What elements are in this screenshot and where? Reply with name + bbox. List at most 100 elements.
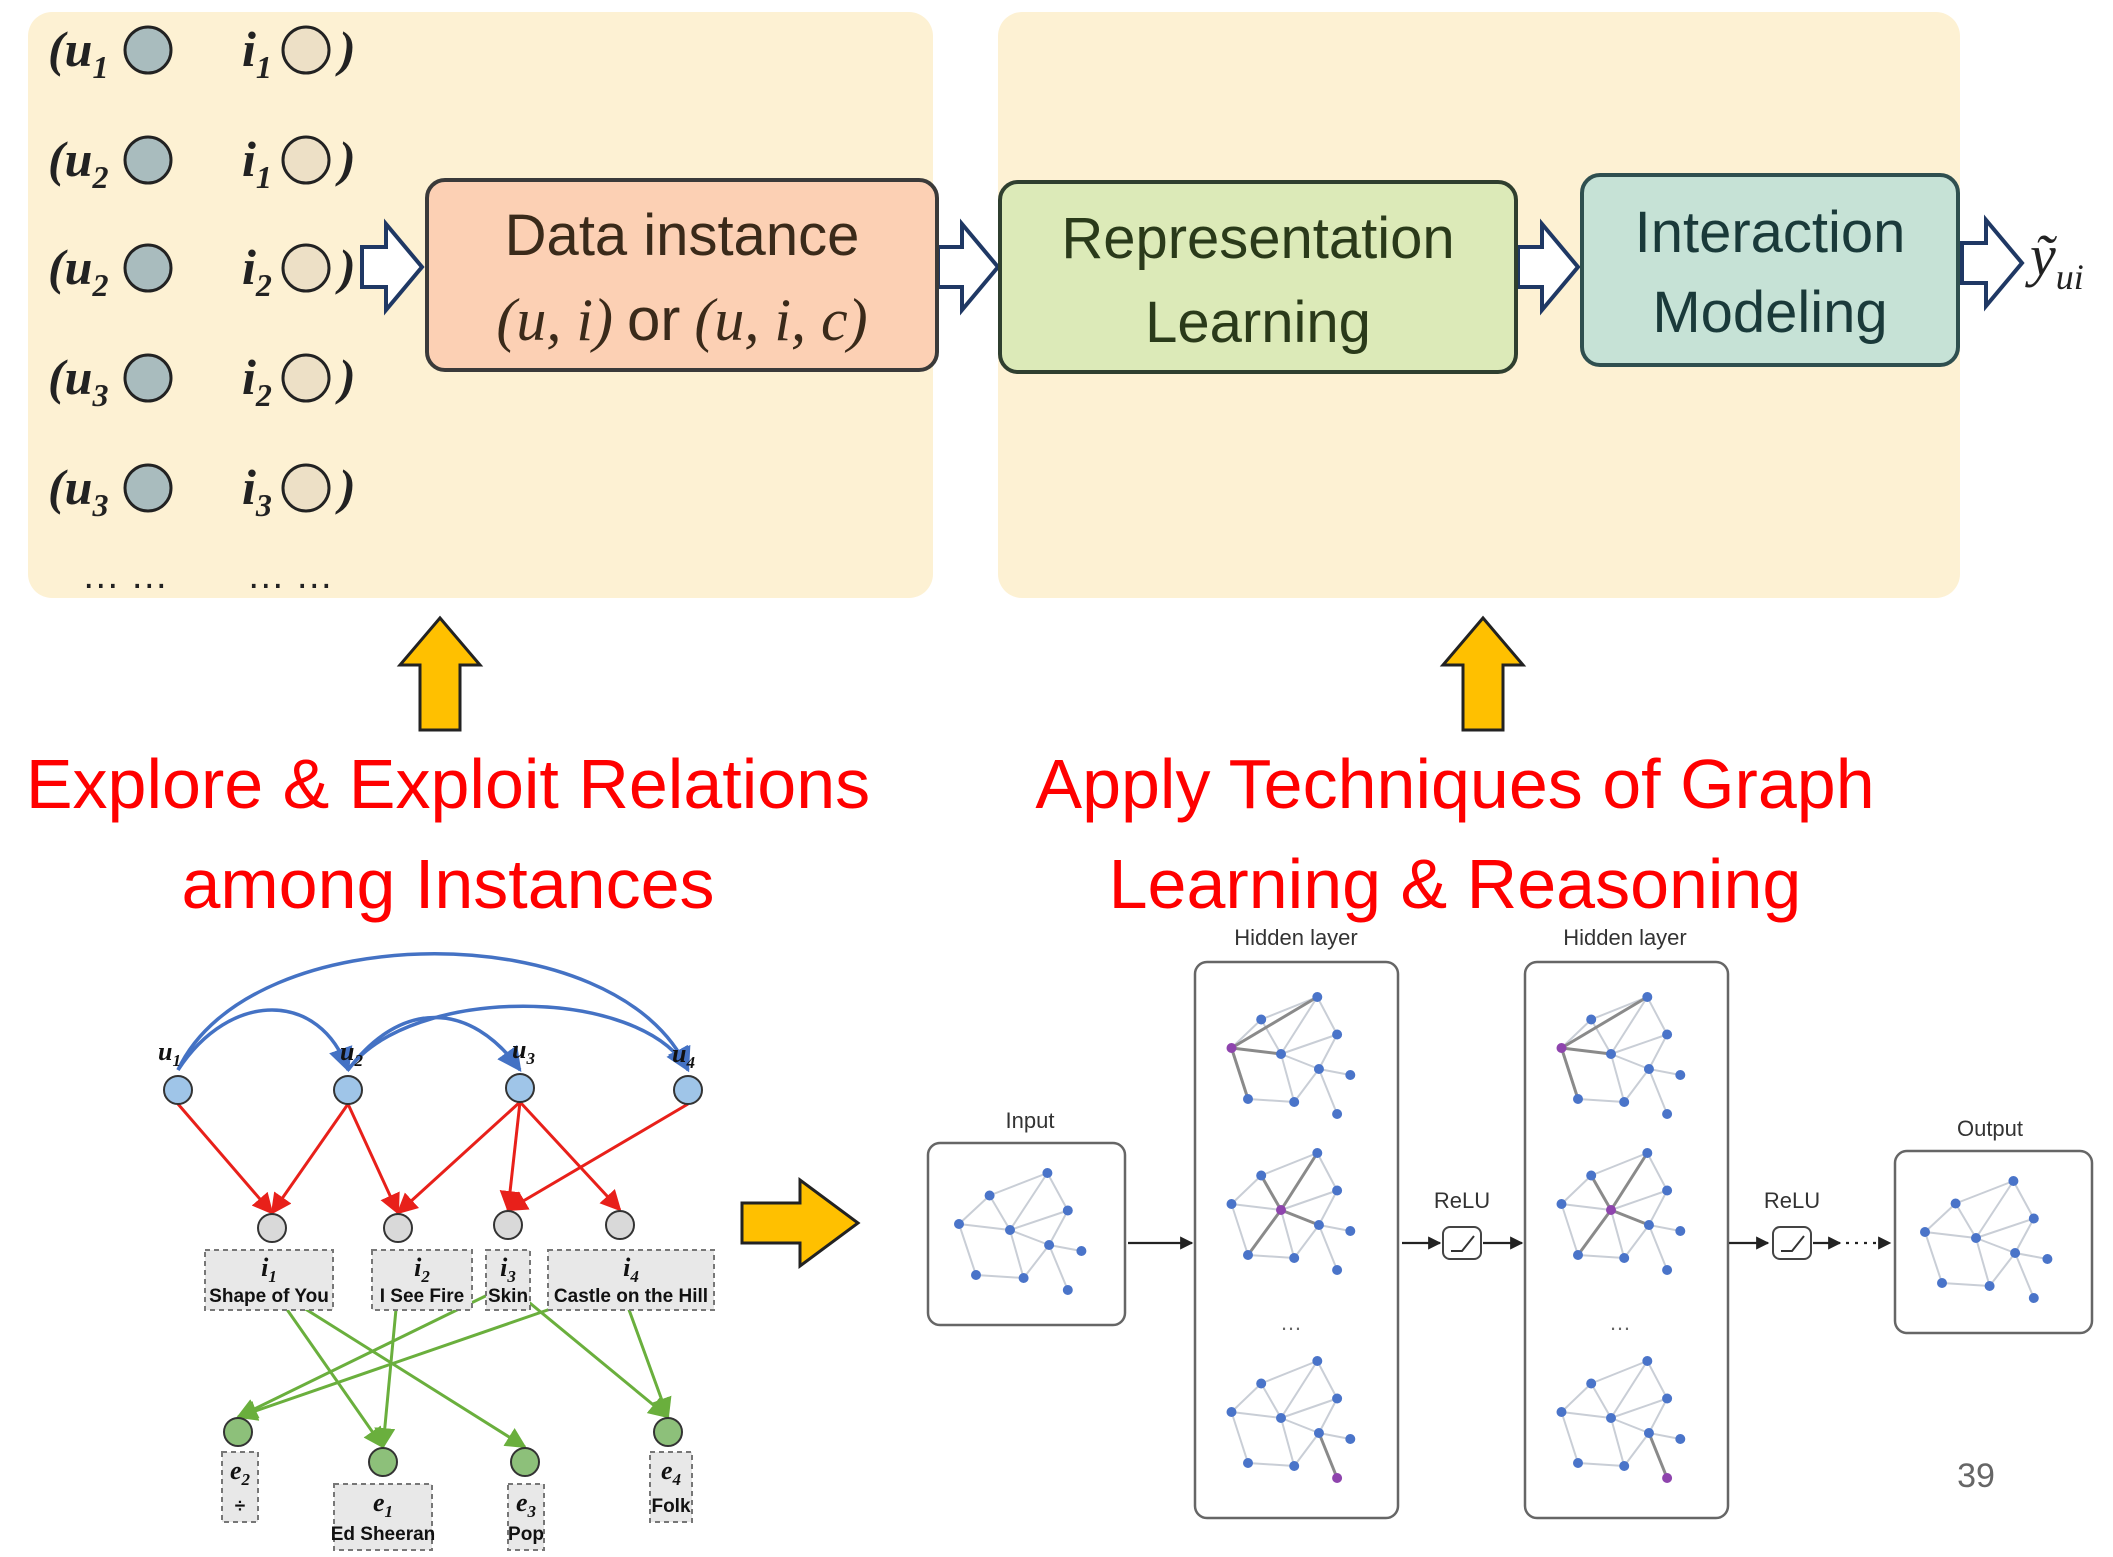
graph-edge bbox=[1610, 1033, 1668, 1055]
entity-node-subscript: 1 bbox=[385, 1502, 394, 1521]
graph-edge bbox=[1293, 1224, 1320, 1259]
caption-left-line2: among Instances bbox=[181, 845, 714, 923]
gnn-hidden-label-2: Hidden layer bbox=[1563, 925, 1687, 950]
item-letter: i bbox=[242, 239, 256, 295]
graph-node bbox=[1573, 1250, 1583, 1260]
graph-node bbox=[1062, 1205, 1073, 1216]
graph-node bbox=[1606, 1413, 1616, 1423]
item-node bbox=[605, 1210, 635, 1240]
graph-node bbox=[1586, 1378, 1597, 1389]
graph-node bbox=[1243, 1094, 1253, 1104]
user-node-icon bbox=[123, 25, 173, 75]
graph-edge bbox=[1280, 1417, 1296, 1467]
graph-edge bbox=[1560, 1018, 1592, 1049]
graph-edge bbox=[1648, 1190, 1668, 1226]
item-token: i1 bbox=[242, 131, 272, 195]
item-node-title: I See Fire bbox=[380, 1286, 465, 1307]
item-node-icon bbox=[281, 135, 331, 185]
graph-node bbox=[1313, 1220, 1324, 1230]
open-paren: ( bbox=[48, 349, 68, 405]
graph-edge bbox=[1590, 1360, 1648, 1385]
gnn-diagram bbox=[926, 960, 2094, 1520]
graph-edge bbox=[1648, 1398, 1668, 1434]
user-node-icon bbox=[123, 135, 173, 185]
graph-node bbox=[1643, 1064, 1654, 1074]
graph-node bbox=[1643, 1220, 1654, 1230]
user-subscript: 2 bbox=[91, 267, 108, 303]
entity-node-id: e2 bbox=[230, 1456, 251, 1489]
graph-edge bbox=[1560, 1203, 1579, 1256]
user-subscript: 2 bbox=[91, 159, 108, 195]
graph-node bbox=[1662, 1109, 1673, 1119]
item-node-letter: i bbox=[414, 1253, 422, 1282]
item-entity-edge bbox=[507, 1283, 670, 1419]
graph-node bbox=[2028, 1293, 2039, 1303]
graph-edge bbox=[2014, 1218, 2035, 1254]
graph-node bbox=[1662, 1185, 1673, 1196]
item-subscript: 2 bbox=[255, 267, 272, 303]
user-subscript: 3 bbox=[91, 377, 108, 413]
graph-node bbox=[1313, 1428, 1324, 1438]
graph-edge bbox=[1610, 996, 1649, 1055]
graph-edge bbox=[1280, 1189, 1338, 1211]
entity-node bbox=[223, 1417, 253, 1447]
graph-edge bbox=[1590, 996, 1648, 1021]
entity-node-letter: e bbox=[230, 1456, 242, 1485]
user-item-edge bbox=[176, 1103, 274, 1215]
graph-node bbox=[1042, 1168, 1053, 1178]
user-item-edge bbox=[499, 1101, 522, 1213]
item-node-title: Skin bbox=[488, 1286, 528, 1307]
graph-edge bbox=[1648, 1034, 1668, 1070]
entity-label-box bbox=[649, 1451, 693, 1523]
graph-node bbox=[1619, 1097, 1630, 1107]
graph-node bbox=[1642, 1356, 1653, 1366]
graph-node bbox=[1226, 1199, 1237, 1209]
graph-edge bbox=[1280, 1053, 1320, 1070]
item-node-letter: i bbox=[500, 1253, 508, 1282]
user-node-icon bbox=[123, 243, 173, 293]
entity-node bbox=[510, 1447, 540, 1477]
graph-edge bbox=[1009, 1229, 1025, 1279]
graph-edge bbox=[1318, 1398, 1338, 1434]
entity-label-box bbox=[333, 1483, 433, 1551]
graph-node bbox=[1345, 1070, 1356, 1080]
graph-edge bbox=[1577, 1254, 1625, 1259]
up-arrow-right bbox=[1439, 615, 1527, 732]
user-node bbox=[163, 1075, 193, 1105]
graph-node bbox=[1606, 1205, 1616, 1215]
item-node-letter: i bbox=[261, 1253, 269, 1282]
graph-node bbox=[1289, 1097, 1300, 1107]
item-node-icon bbox=[281, 25, 331, 75]
user-user-edge bbox=[346, 1004, 690, 1073]
graph-edge bbox=[1230, 1018, 1262, 1049]
user-user-edge bbox=[176, 952, 691, 1073]
user-token: (u3 bbox=[48, 459, 108, 523]
item-node bbox=[493, 1210, 523, 1240]
graph-edge bbox=[1260, 996, 1318, 1021]
graph-node bbox=[1606, 1049, 1616, 1059]
item-node-subscript: 2 bbox=[420, 1267, 430, 1286]
graph-node bbox=[1662, 1473, 1673, 1483]
item-node-title: Castle on the Hill bbox=[554, 1286, 708, 1307]
graph-edge bbox=[1648, 1432, 1681, 1440]
item-node bbox=[383, 1213, 413, 1243]
graph-edge-highlight bbox=[1246, 1209, 1283, 1256]
graph-edge bbox=[2014, 1252, 2035, 1299]
graph-glyph bbox=[1556, 992, 1686, 1119]
graph-node bbox=[1556, 1199, 1567, 1209]
entity-node-subscript: 4 bbox=[672, 1470, 682, 1489]
user-node bbox=[505, 1073, 535, 1103]
graph-glyph bbox=[954, 1168, 1087, 1295]
user-node-label: u4 bbox=[672, 1039, 695, 1072]
graph-edge-highlight bbox=[1317, 1432, 1339, 1479]
graph-node bbox=[1662, 1029, 1673, 1040]
graph-edge bbox=[1924, 1231, 1977, 1239]
graph-edge bbox=[1623, 1432, 1650, 1467]
item-subscript: 1 bbox=[256, 49, 272, 85]
user-subscript: 1 bbox=[92, 49, 108, 85]
